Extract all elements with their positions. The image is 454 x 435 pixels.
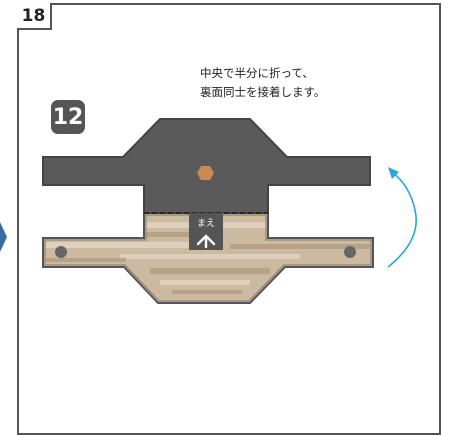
wood-grain [146, 232, 206, 237]
front-marker: まえ [189, 213, 223, 250]
front-label: まえ [197, 218, 215, 229]
wood-grain [150, 268, 270, 274]
up-arrow-icon [196, 234, 216, 249]
wood-grain [160, 280, 250, 285]
instruction-text: 中央で半分に折って、 裏面同士を接着します。 [200, 64, 400, 102]
hole-right [344, 246, 356, 258]
step-number: 18 [17, 3, 52, 30]
instruction-line-2: 裏面同士を接着します。 [200, 85, 326, 99]
knob [197, 166, 214, 180]
adjacent-panel-edge [0, 222, 7, 252]
wood-grain [46, 258, 126, 262]
curved-arrow-icon [387, 167, 417, 268]
instruction-line-1: 中央で半分に折って、 [200, 66, 314, 80]
wood-grain [230, 244, 370, 249]
wood-grain [46, 242, 196, 248]
part-gray-half [42, 118, 371, 214]
hole-left [55, 246, 67, 258]
wood-grain [172, 290, 242, 294]
wood-grain [120, 254, 300, 259]
part-number-badge: 12 [51, 100, 85, 134]
